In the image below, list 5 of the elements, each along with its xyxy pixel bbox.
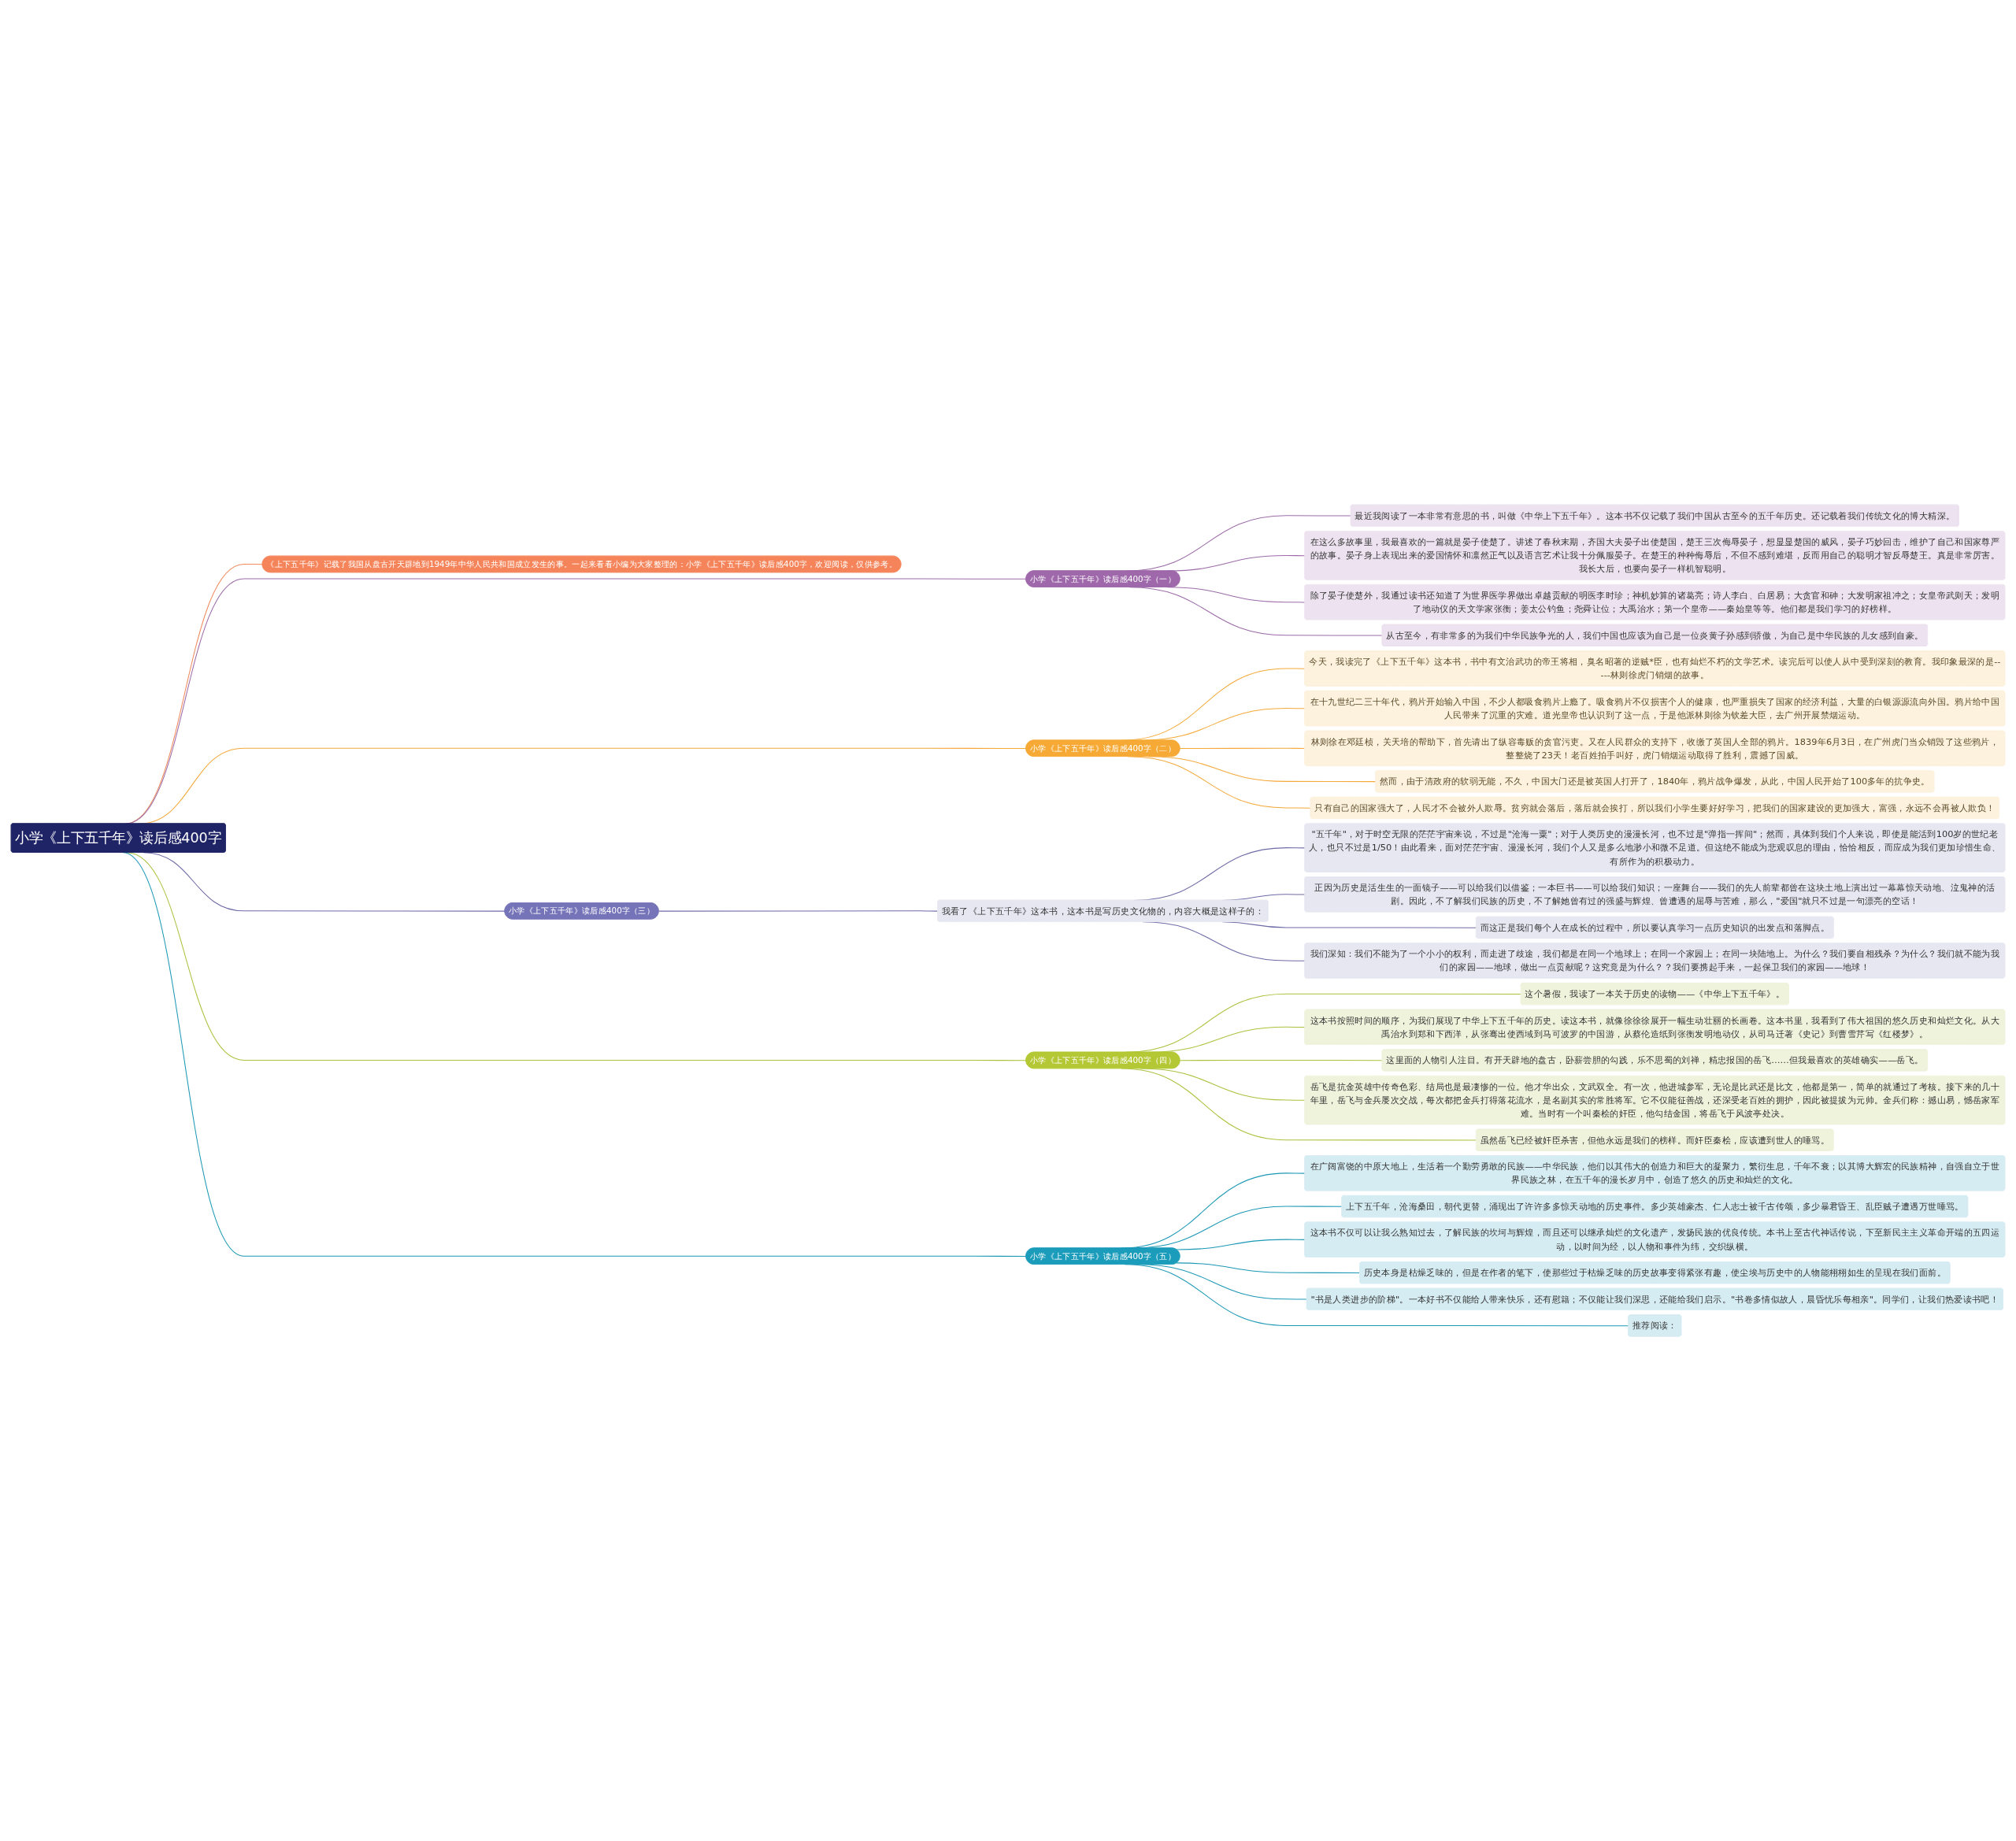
connector: [658, 910, 939, 912]
connector: [1176, 1239, 1306, 1250]
connector: [1179, 747, 1306, 749]
connector: [1176, 1262, 1361, 1273]
connector: [1179, 1059, 1383, 1061]
